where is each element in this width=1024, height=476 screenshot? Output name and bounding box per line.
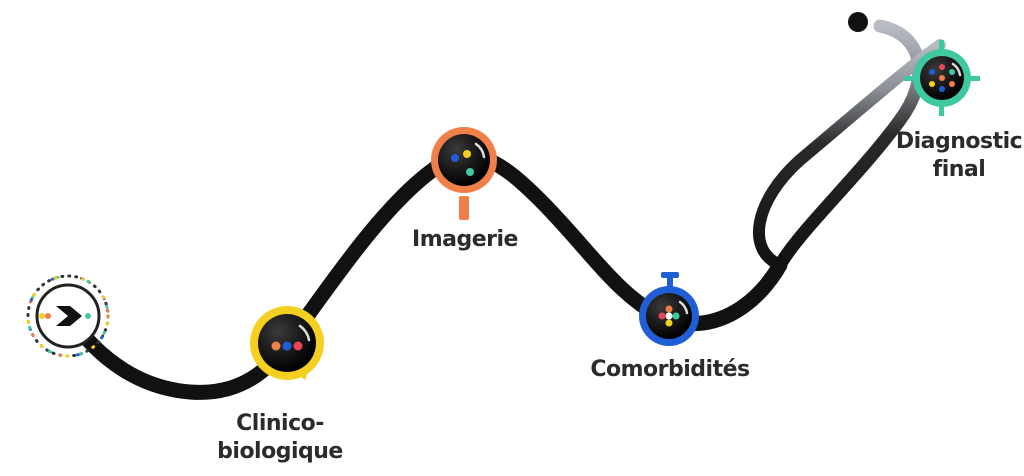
diagnostic-final-label: Diagnostic final [895, 128, 1023, 184]
stethoscope-binaural-left [773, 19, 926, 272]
imagerie-node [431, 127, 497, 220]
clinico-label-line-1: Clinico- [236, 411, 324, 436]
comorbidites-label-line-1: Comorbidités [590, 357, 750, 382]
stethoscope-binaural-right [753, 39, 946, 271]
earpiece-tip [848, 12, 868, 32]
comorbidites-label: Comorbidités [580, 356, 760, 384]
diagnostic-final-node [904, 40, 980, 116]
clinico-biologique-label: Clinico- biologique [205, 410, 355, 466]
diagnostic-label-line-2: final [932, 157, 986, 182]
imagerie-label-line-1: Imagerie [412, 227, 518, 252]
comorbidites-node [639, 272, 699, 346]
imagerie-label: Imagerie [395, 226, 535, 254]
arrow-logo-icon [56, 306, 82, 326]
diagnostic-label-line-1: Diagnostic [895, 129, 1023, 154]
clinico-biologique-node [250, 306, 324, 380]
start-node [26, 274, 110, 358]
clinico-label-line-2: biologique [217, 439, 343, 464]
